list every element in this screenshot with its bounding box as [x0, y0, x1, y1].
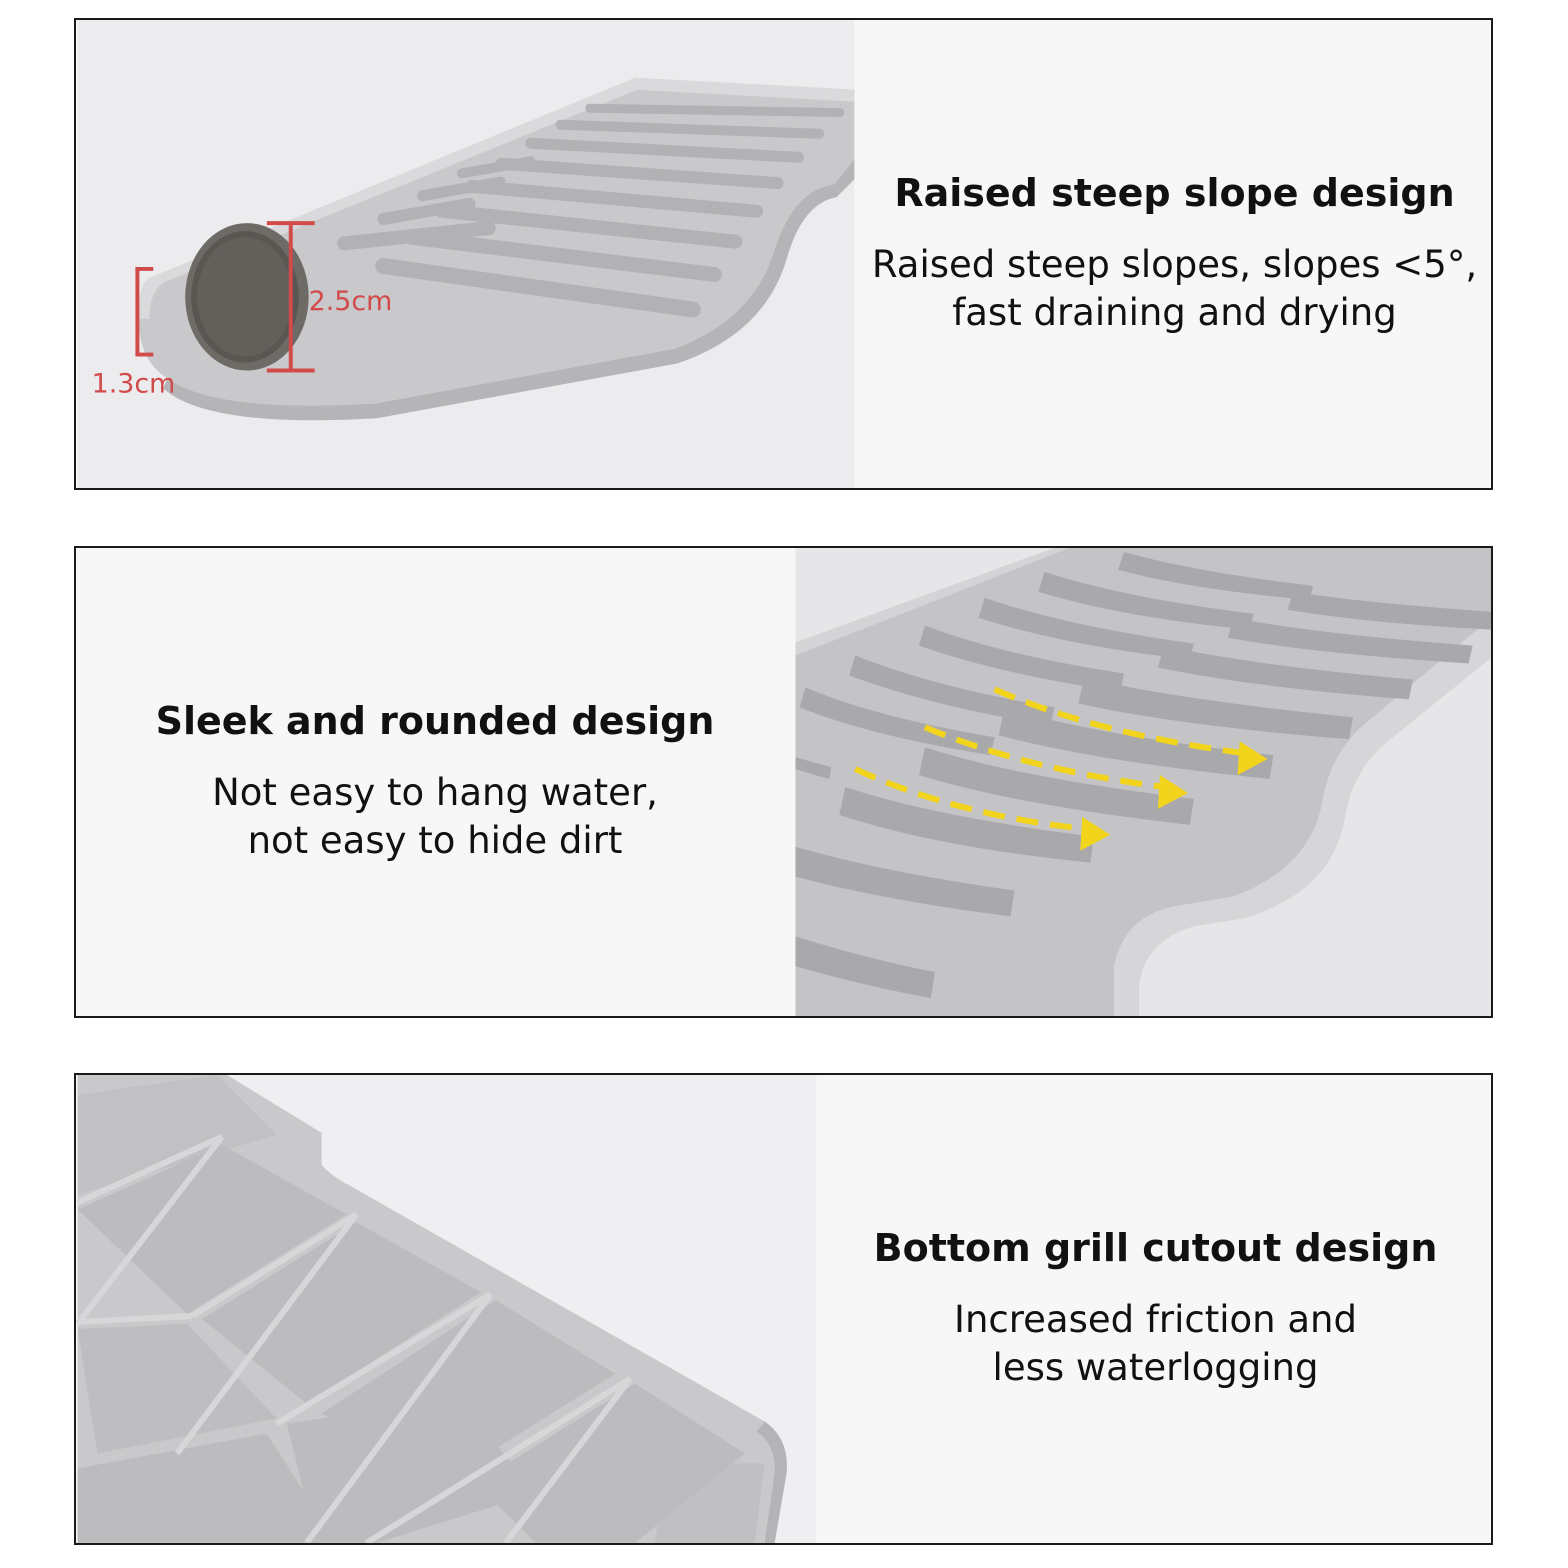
feature-description-line: not easy to hide dirt [247, 819, 623, 862]
feature-text-block: Raised steep slope design Raised steep s… [856, 20, 1491, 488]
drain-ridges-photo [794, 548, 1491, 1016]
feature-description-line: Raised steep slopes, slopes <5°, [871, 243, 1478, 286]
mat-grid-illustration [76, 1075, 817, 1543]
dimension-height-label: 2.5cm [309, 286, 393, 317]
feature-title: Sleek and rounded design [155, 699, 715, 743]
coin-on-mat-photo: 2.5cm 1.3cm [76, 20, 856, 488]
feature-description-line: Not easy to hang water, [212, 771, 658, 814]
feature-text-block: Sleek and rounded design Not easy to han… [76, 548, 794, 1016]
mat-slope-illustration: 2.5cm 1.3cm [77, 20, 855, 488]
feature-title: Raised steep slope design [894, 171, 1455, 215]
feature-panel-rounded: Sleek and rounded design Not easy to han… [74, 546, 1493, 1018]
feature-panel-grill: Bottom grill cutout design Increased fri… [74, 1073, 1493, 1545]
feature-description: Not easy to hang water, not easy to hide… [212, 769, 658, 865]
feature-description-line: Increased friction and [954, 1298, 1357, 1341]
feature-panel-slope: 2.5cm 1.3cm Raised steep slope design Ra… [74, 18, 1493, 490]
mat-ridges-illustration [795, 548, 1491, 1016]
feature-title: Bottom grill cutout design [873, 1226, 1438, 1270]
feature-description-line: less waterlogging [992, 1346, 1319, 1389]
feature-description: Raised steep slopes, slopes <5°, fast dr… [872, 241, 1477, 337]
grid-underside-photo [76, 1075, 818, 1543]
feature-text-block: Bottom grill cutout design Increased fri… [818, 1075, 1491, 1543]
feature-description-line: fast draining and drying [952, 291, 1397, 334]
dimension-edge-label: 1.3cm [92, 368, 176, 399]
feature-description: Increased friction and less waterlogging [954, 1296, 1357, 1392]
